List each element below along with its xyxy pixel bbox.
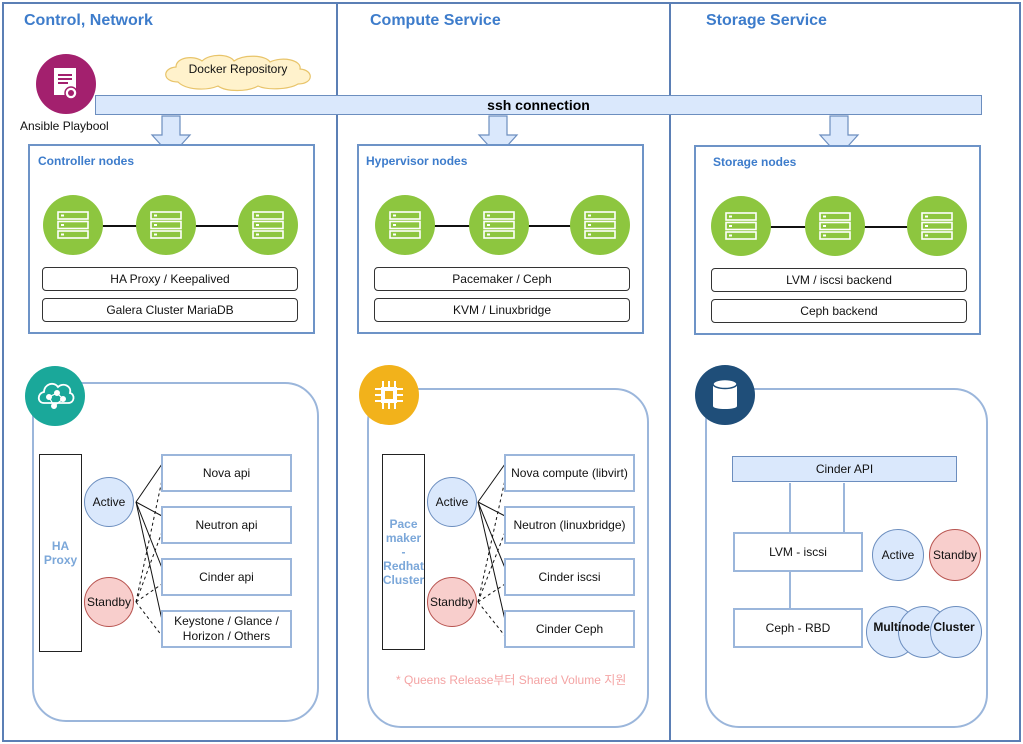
- link-line: [789, 483, 791, 533]
- link-line: [843, 483, 845, 533]
- standby-node: Standby: [929, 529, 981, 581]
- controller-nodes-title: Controller nodes: [38, 154, 135, 168]
- hypervisor-pill-kvm: KVM / Linuxbridge: [374, 298, 630, 322]
- service-cinder-iscsi: Cinder iscsi: [504, 558, 635, 596]
- chip-icon: [359, 365, 419, 425]
- storage-pill-lvm: LVM / iscsi backend: [711, 268, 967, 292]
- column-storage-service: [669, 2, 1021, 742]
- server-node-icon: [805, 196, 865, 256]
- service-cinder-api: Cinder api: [161, 558, 292, 596]
- database-icon: [695, 365, 755, 425]
- network-cloud-icon: [25, 366, 85, 426]
- ansible-icon: [36, 54, 96, 114]
- column-title-control: Control, Network: [24, 12, 153, 29]
- service-cinder-ceph: Cinder Ceph: [504, 610, 635, 648]
- standby-node: Standby: [84, 577, 134, 627]
- multinode-cluster-label: Multinode Cluster: [873, 620, 975, 634]
- ansible-label: Ansible Playbool: [20, 119, 109, 133]
- active-node: Active: [872, 529, 924, 581]
- service-keystone-glance-horizon: Keystone / Glance / Horizon / Others: [161, 610, 292, 648]
- hypervisor-nodes-title: Hypervisor nodes: [366, 154, 468, 168]
- docker-repository-label: Docker Repository: [188, 62, 288, 76]
- queens-release-note: * Queens Release부터 Shared Volume 지원: [396, 673, 627, 687]
- haproxy-box: HA Proxy: [39, 454, 82, 652]
- controller-pill-galera: Galera Cluster MariaDB: [42, 298, 298, 322]
- server-node-icon: [43, 195, 103, 255]
- column-title-storage: Storage Service: [706, 12, 827, 29]
- column-title-compute: Compute Service: [370, 12, 501, 29]
- service-neutron-api: Neutron api: [161, 506, 292, 544]
- cluster-node: [930, 606, 982, 658]
- service-nova-api: Nova api: [161, 454, 292, 492]
- server-node-icon: [570, 195, 630, 255]
- cinder-api-box: Cinder API: [732, 456, 957, 482]
- storage-nodes-title: Storage nodes: [713, 155, 797, 169]
- server-node-icon: [136, 195, 196, 255]
- ssh-connection-label: ssh connection: [487, 97, 590, 113]
- server-node-icon: [238, 195, 298, 255]
- controller-pill-haproxy: HA Proxy / Keepalived: [42, 267, 298, 291]
- server-node-icon: [469, 195, 529, 255]
- storage-pill-ceph: Ceph backend: [711, 299, 967, 323]
- server-node-icon: [907, 196, 967, 256]
- service-neutron-linuxbridge: Neutron (linuxbridge): [504, 506, 635, 544]
- docker-cloud-icon: [165, 54, 311, 92]
- link-line: [789, 571, 791, 609]
- pacemaker-box: Pace maker - Redhat Cluster: [382, 454, 425, 650]
- active-node: Active: [427, 477, 477, 527]
- hypervisor-pill-pacemaker: Pacemaker / Ceph: [374, 267, 630, 291]
- service-nova-compute: Nova compute (libvirt): [504, 454, 635, 492]
- active-node: Active: [84, 477, 134, 527]
- ssh-connection-bar: ssh connection: [95, 95, 982, 115]
- server-node-icon: [375, 195, 435, 255]
- standby-node: Standby: [427, 577, 477, 627]
- lvm-iscsi-box: LVM - iscsi: [733, 532, 863, 572]
- server-node-icon: [711, 196, 771, 256]
- ceph-rbd-box: Ceph - RBD: [733, 608, 863, 648]
